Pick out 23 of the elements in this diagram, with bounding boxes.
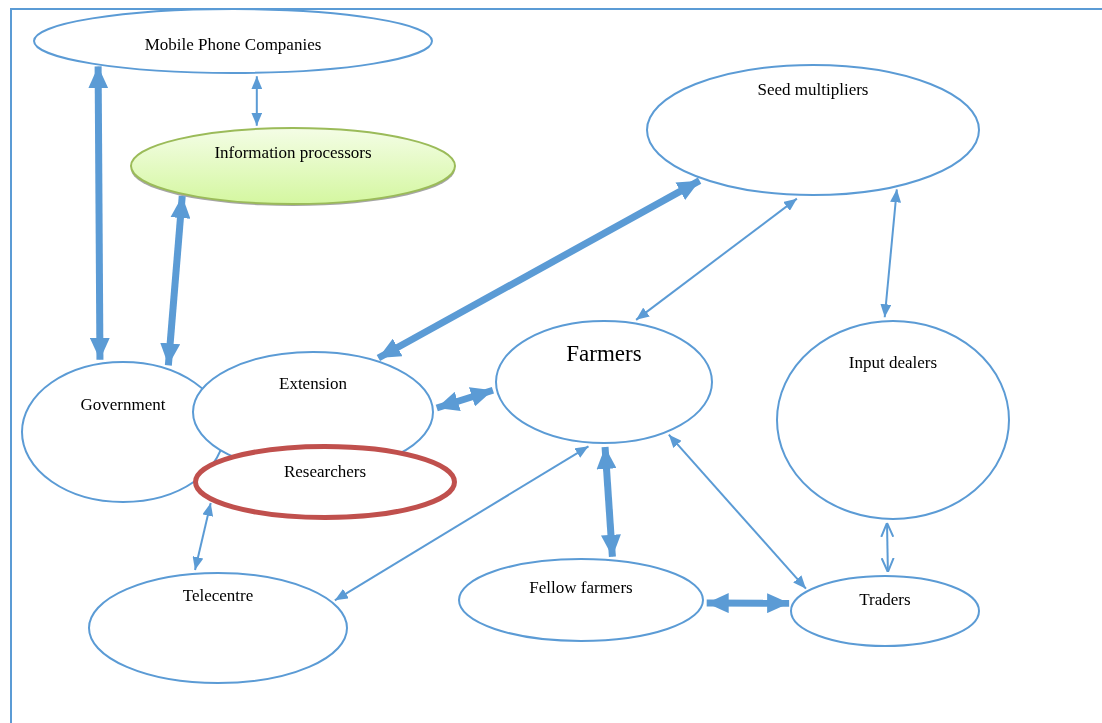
- arrow: [160, 195, 191, 366]
- arrow: [435, 386, 494, 412]
- arrow: [251, 75, 263, 127]
- node-label: Mobile Phone Companies: [144, 35, 322, 56]
- arrow: [596, 446, 621, 558]
- node-label: Farmers: [566, 340, 642, 368]
- arrow: [667, 433, 807, 590]
- arrow: [635, 197, 798, 321]
- node-label: Fellow farmers: [529, 578, 633, 599]
- node-label: Government: [80, 395, 166, 416]
- arrow: [880, 188, 902, 319]
- arrow: [333, 445, 590, 602]
- arrow: [192, 501, 214, 571]
- node-label: Information processors: [214, 143, 372, 164]
- node-label: Seed multipliers: [757, 80, 869, 101]
- arrow: [880, 521, 895, 573]
- node-label: Telecentre: [182, 586, 254, 607]
- arrow: [376, 177, 702, 362]
- node-label: Extension: [279, 374, 347, 395]
- node-label: Input dealers: [848, 353, 938, 374]
- node-label: Traders: [859, 590, 911, 611]
- node-label: Researchers: [283, 462, 367, 483]
- arrow: [706, 593, 790, 614]
